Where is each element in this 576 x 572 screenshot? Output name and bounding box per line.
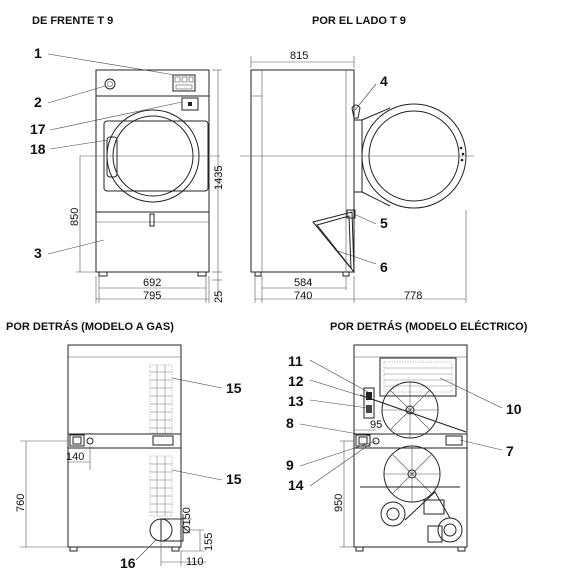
title-back-electric: POR DETRÁS (MODELO ELÉCTRICO): [330, 320, 528, 333]
upper-vent: [149, 364, 173, 434]
side-view: 815 584 740 778 4 5 6: [240, 50, 474, 303]
callout-15a: 15: [226, 380, 242, 396]
callout-8: 8: [286, 415, 294, 431]
dim-140: 140: [66, 451, 84, 463]
callout-9: 9: [286, 457, 294, 473]
dim-760: 760: [15, 494, 27, 512]
control-knob: [104, 78, 116, 90]
callout-14: 14: [288, 477, 304, 493]
lower-vent: [149, 455, 173, 517]
dim-778: 778: [404, 290, 422, 302]
dim-110: 110: [186, 556, 204, 568]
callout-1: 1: [34, 45, 42, 61]
dim-584: 584: [294, 277, 312, 289]
dim-815: 815: [290, 50, 308, 62]
dim-95: 95: [370, 419, 382, 431]
callout-13: 13: [288, 393, 304, 409]
dim-155: 155: [203, 533, 215, 551]
dim-692: 692: [143, 277, 161, 289]
fan-motor: [380, 501, 406, 527]
callout-18: 18: [30, 141, 46, 157]
title-back-gas: POR DETRÁS (MODELO A GAS): [6, 320, 174, 333]
front-view: 1435 25 850 692 795 1 2 17 18 3: [30, 45, 225, 303]
gas-cabinet: [67, 344, 182, 548]
callout-15b: 15: [226, 471, 242, 487]
control-panel: [172, 74, 196, 92]
callout-11: 11: [288, 353, 303, 369]
coin-plate: [181, 97, 199, 111]
front-cabinet: [95, 69, 210, 273]
dim-dia150: Ø150: [181, 507, 193, 534]
callout-3: 3: [34, 245, 42, 261]
dim-1435: 1435: [213, 166, 225, 190]
dim-950: 950: [333, 494, 345, 512]
callout-10: 10: [506, 401, 522, 417]
dim-850: 850: [69, 208, 81, 226]
callout-4: 4: [380, 73, 388, 89]
callout-2: 2: [34, 94, 42, 110]
door-handle: [106, 136, 118, 178]
callout-16: 16: [120, 555, 136, 571]
heater-box: [379, 357, 457, 397]
back-electric-view: 95 950 11 12 13 8 9 14 10 7: [286, 344, 522, 552]
lint-drawer: [312, 211, 355, 274]
side-cabinet: [250, 69, 355, 273]
callout-6: 6: [380, 259, 388, 275]
lint-slot: [149, 213, 155, 227]
title-front: DE FRENTE T 9: [32, 15, 113, 27]
callout-7: 7: [506, 443, 514, 459]
back-gas-view: 140 760 Ø150 155 110 15 15 16: [15, 344, 242, 571]
dim-795: 795: [143, 290, 161, 302]
dim-25: 25: [213, 291, 225, 303]
title-side: POR EL LADO T 9: [312, 15, 406, 27]
callout-17: 17: [30, 121, 46, 137]
dim-740: 740: [294, 290, 312, 302]
callout-12: 12: [288, 373, 304, 389]
callout-5: 5: [380, 215, 388, 231]
